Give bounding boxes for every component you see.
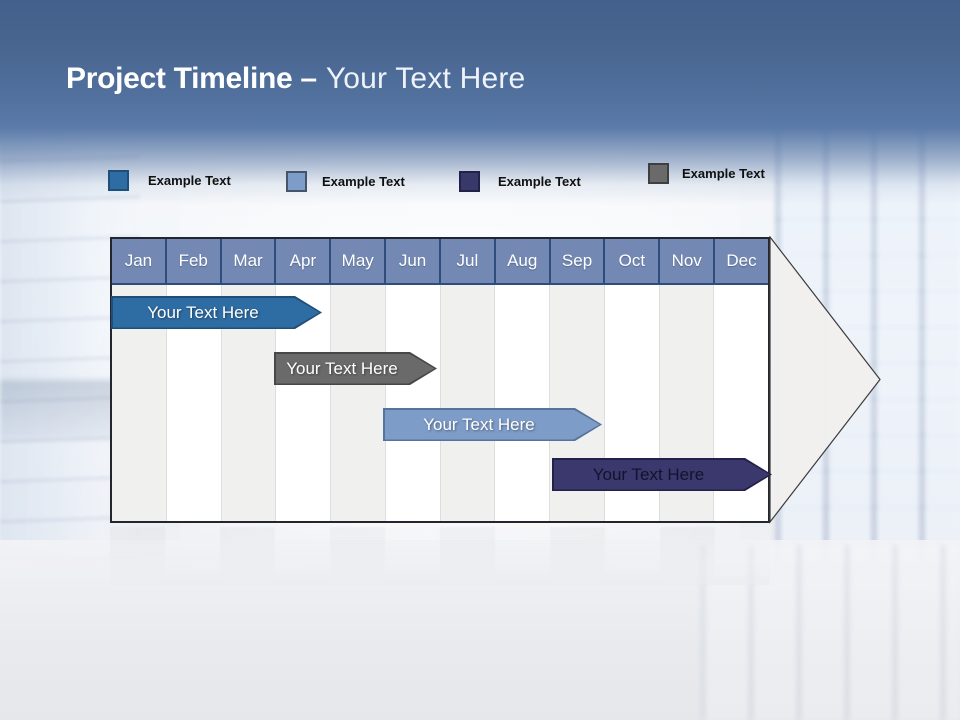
legend-item-1[interactable]: Example Text bbox=[108, 170, 231, 191]
title-main: Project Timeline – bbox=[66, 62, 317, 95]
timeline-bar-4[interactable]: Your Text Here bbox=[552, 458, 772, 491]
timeline-bar-3[interactable]: Your Text Here bbox=[383, 408, 602, 441]
month-header-row: Jan Feb Mar Apr May Jun Jul Aug Sep Oct … bbox=[112, 239, 768, 285]
month-column bbox=[330, 285, 385, 521]
timeline-grid bbox=[112, 285, 768, 521]
month-header-nov[interactable]: Nov bbox=[658, 239, 713, 283]
background-left-window-frame bbox=[0, 380, 120, 440]
legend-swatch-navy bbox=[459, 171, 480, 192]
legend-label: Example Text bbox=[498, 174, 581, 189]
timeline-bar-label: Your Text Here bbox=[423, 414, 535, 434]
month-header-sep[interactable]: Sep bbox=[548, 239, 604, 283]
month-column bbox=[494, 285, 549, 521]
title-placeholder: Your Text Here bbox=[325, 62, 526, 95]
table-reflection bbox=[110, 527, 770, 585]
bar-fill bbox=[276, 354, 435, 384]
month-header-oct[interactable]: Oct bbox=[603, 239, 658, 283]
big-arrow-icon bbox=[769, 236, 881, 524]
bar-fill bbox=[554, 460, 770, 490]
legend-label: Example Text bbox=[322, 174, 405, 189]
timeline-bar-1[interactable]: Your Text Here bbox=[111, 296, 322, 329]
legend-swatch-lightblue bbox=[286, 171, 307, 192]
header-band bbox=[0, 0, 960, 205]
bar-fill bbox=[385, 410, 600, 440]
timeline-bar-label: Your Text Here bbox=[286, 358, 398, 378]
month-header-jul[interactable]: Jul bbox=[438, 239, 494, 283]
legend-item-2[interactable]: Example Text bbox=[286, 171, 405, 192]
month-column bbox=[384, 285, 440, 521]
timeline-bar-2[interactable]: Your Text Here bbox=[274, 352, 437, 385]
legend-item-4[interactable]: Example Text bbox=[648, 163, 765, 184]
timeline-bar-label: Your Text Here bbox=[147, 302, 259, 322]
month-header-jun[interactable]: Jun bbox=[384, 239, 439, 283]
month-header-feb[interactable]: Feb bbox=[164, 239, 220, 283]
month-column bbox=[439, 285, 495, 521]
bar-fill bbox=[113, 298, 320, 328]
month-header-may[interactable]: May bbox=[329, 239, 384, 283]
legend-swatch-gray bbox=[648, 163, 669, 184]
month-header-aug[interactable]: Aug bbox=[493, 239, 549, 283]
timeline-bar-label: Your Text Here bbox=[592, 464, 705, 484]
legend-label: Example Text bbox=[682, 166, 765, 181]
month-header-mar[interactable]: Mar bbox=[219, 239, 275, 283]
timeline-table: Jan Feb Mar Apr May Jun Jul Aug Sep Oct … bbox=[110, 237, 770, 523]
legend-item-3[interactable]: Example Text bbox=[459, 171, 581, 192]
month-header-apr[interactable]: Apr bbox=[274, 239, 329, 283]
legend-label: Example Text bbox=[148, 173, 231, 188]
page-title[interactable]: Project Timeline –Your Text Here bbox=[66, 60, 525, 98]
month-header-jan[interactable]: Jan bbox=[124, 251, 153, 270]
month-header-dec[interactable]: Dec bbox=[713, 239, 768, 283]
legend-swatch-blue bbox=[108, 170, 129, 191]
